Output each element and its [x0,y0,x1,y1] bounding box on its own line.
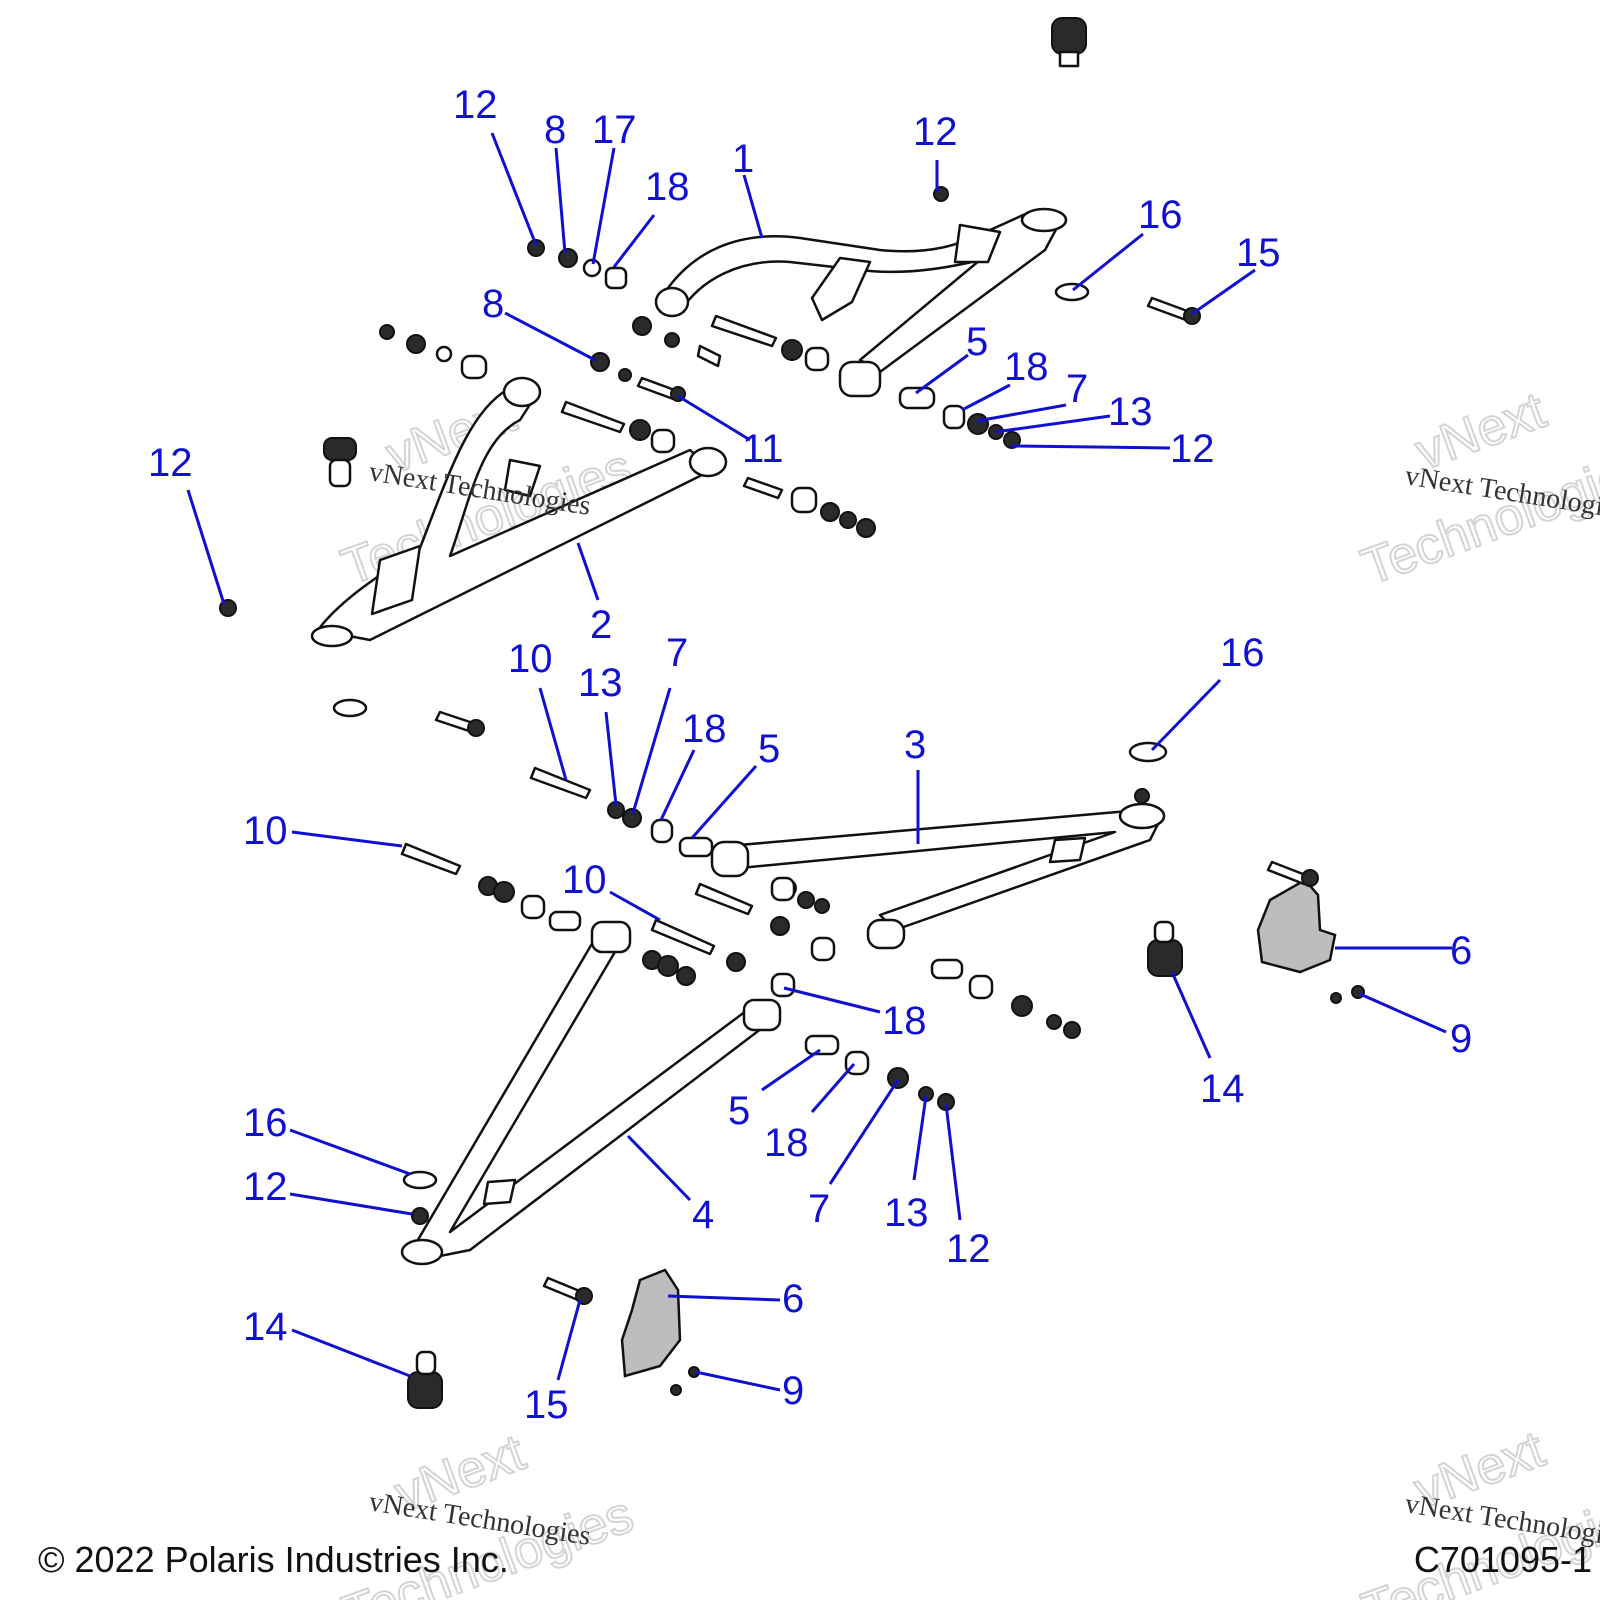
callout-15: 15 [524,1383,569,1427]
lower-a-arm-3 [710,802,1166,950]
callout-labels: 12 8 17 18 1 12 16 15 8 5 18 7 13 12 11 … [148,83,1472,1427]
shield-left [402,1170,700,1409]
callout-3: 3 [904,723,926,767]
callout-7: 7 [1066,367,1088,411]
callout-18: 18 [682,707,727,751]
callout-11: 11 [742,427,784,471]
hardware-row-upper-left [219,324,876,617]
callout-7: 7 [808,1187,830,1231]
callout-12: 12 [1170,427,1215,471]
callout-18: 18 [1004,345,1049,389]
callout-17: 17 [592,108,637,152]
callout-6: 6 [1450,929,1472,973]
callout-13: 13 [884,1191,929,1235]
callout-2: 2 [590,603,612,647]
callout-12: 12 [148,441,193,485]
callout-12: 12 [946,1227,991,1271]
copyright-notice: © 2022 Polaris Industries Inc. [38,1539,509,1580]
callout-4: 4 [692,1193,714,1237]
callout-18: 18 [882,999,927,1043]
callout-16: 16 [243,1101,288,1145]
callout-16: 16 [1220,631,1265,675]
callout-9: 9 [782,1369,804,1413]
callout-1: 1 [732,137,754,181]
callout-5: 5 [728,1089,750,1133]
ball-joint-top [1051,17,1087,68]
callout-8: 8 [482,282,504,326]
callout-12: 12 [913,110,958,154]
callout-15: 15 [1236,231,1281,275]
callout-7: 7 [666,631,688,675]
upper-a-arm-2 [310,376,728,648]
callout-13: 13 [1108,390,1153,434]
callout-10: 10 [508,637,553,681]
callout-8: 8 [544,108,566,152]
shield-right [1147,860,1365,1004]
upper-a-arm-1 [654,207,1068,374]
callout-12: 12 [453,83,498,127]
figure-code: C701095-1 [1414,1539,1592,1580]
callout-6: 6 [782,1277,804,1321]
callout-18: 18 [645,165,690,209]
callout-12: 12 [243,1165,288,1209]
callout-5: 5 [966,320,988,364]
leader-lines [186,132,1452,1392]
callout-10: 10 [562,858,607,902]
callout-14: 14 [243,1305,288,1349]
callout-13: 13 [578,661,623,705]
hardware-row-lower [332,698,1168,1111]
callout-18: 18 [764,1121,809,1165]
callout-14: 14 [1200,1067,1245,1111]
callout-16: 16 [1138,193,1183,237]
callout-9: 9 [1450,1017,1472,1061]
hardware-row-upper-right [527,186,1201,449]
lower-a-arm-4 [400,920,782,1266]
callout-10: 10 [243,809,288,853]
callout-5: 5 [758,727,780,771]
